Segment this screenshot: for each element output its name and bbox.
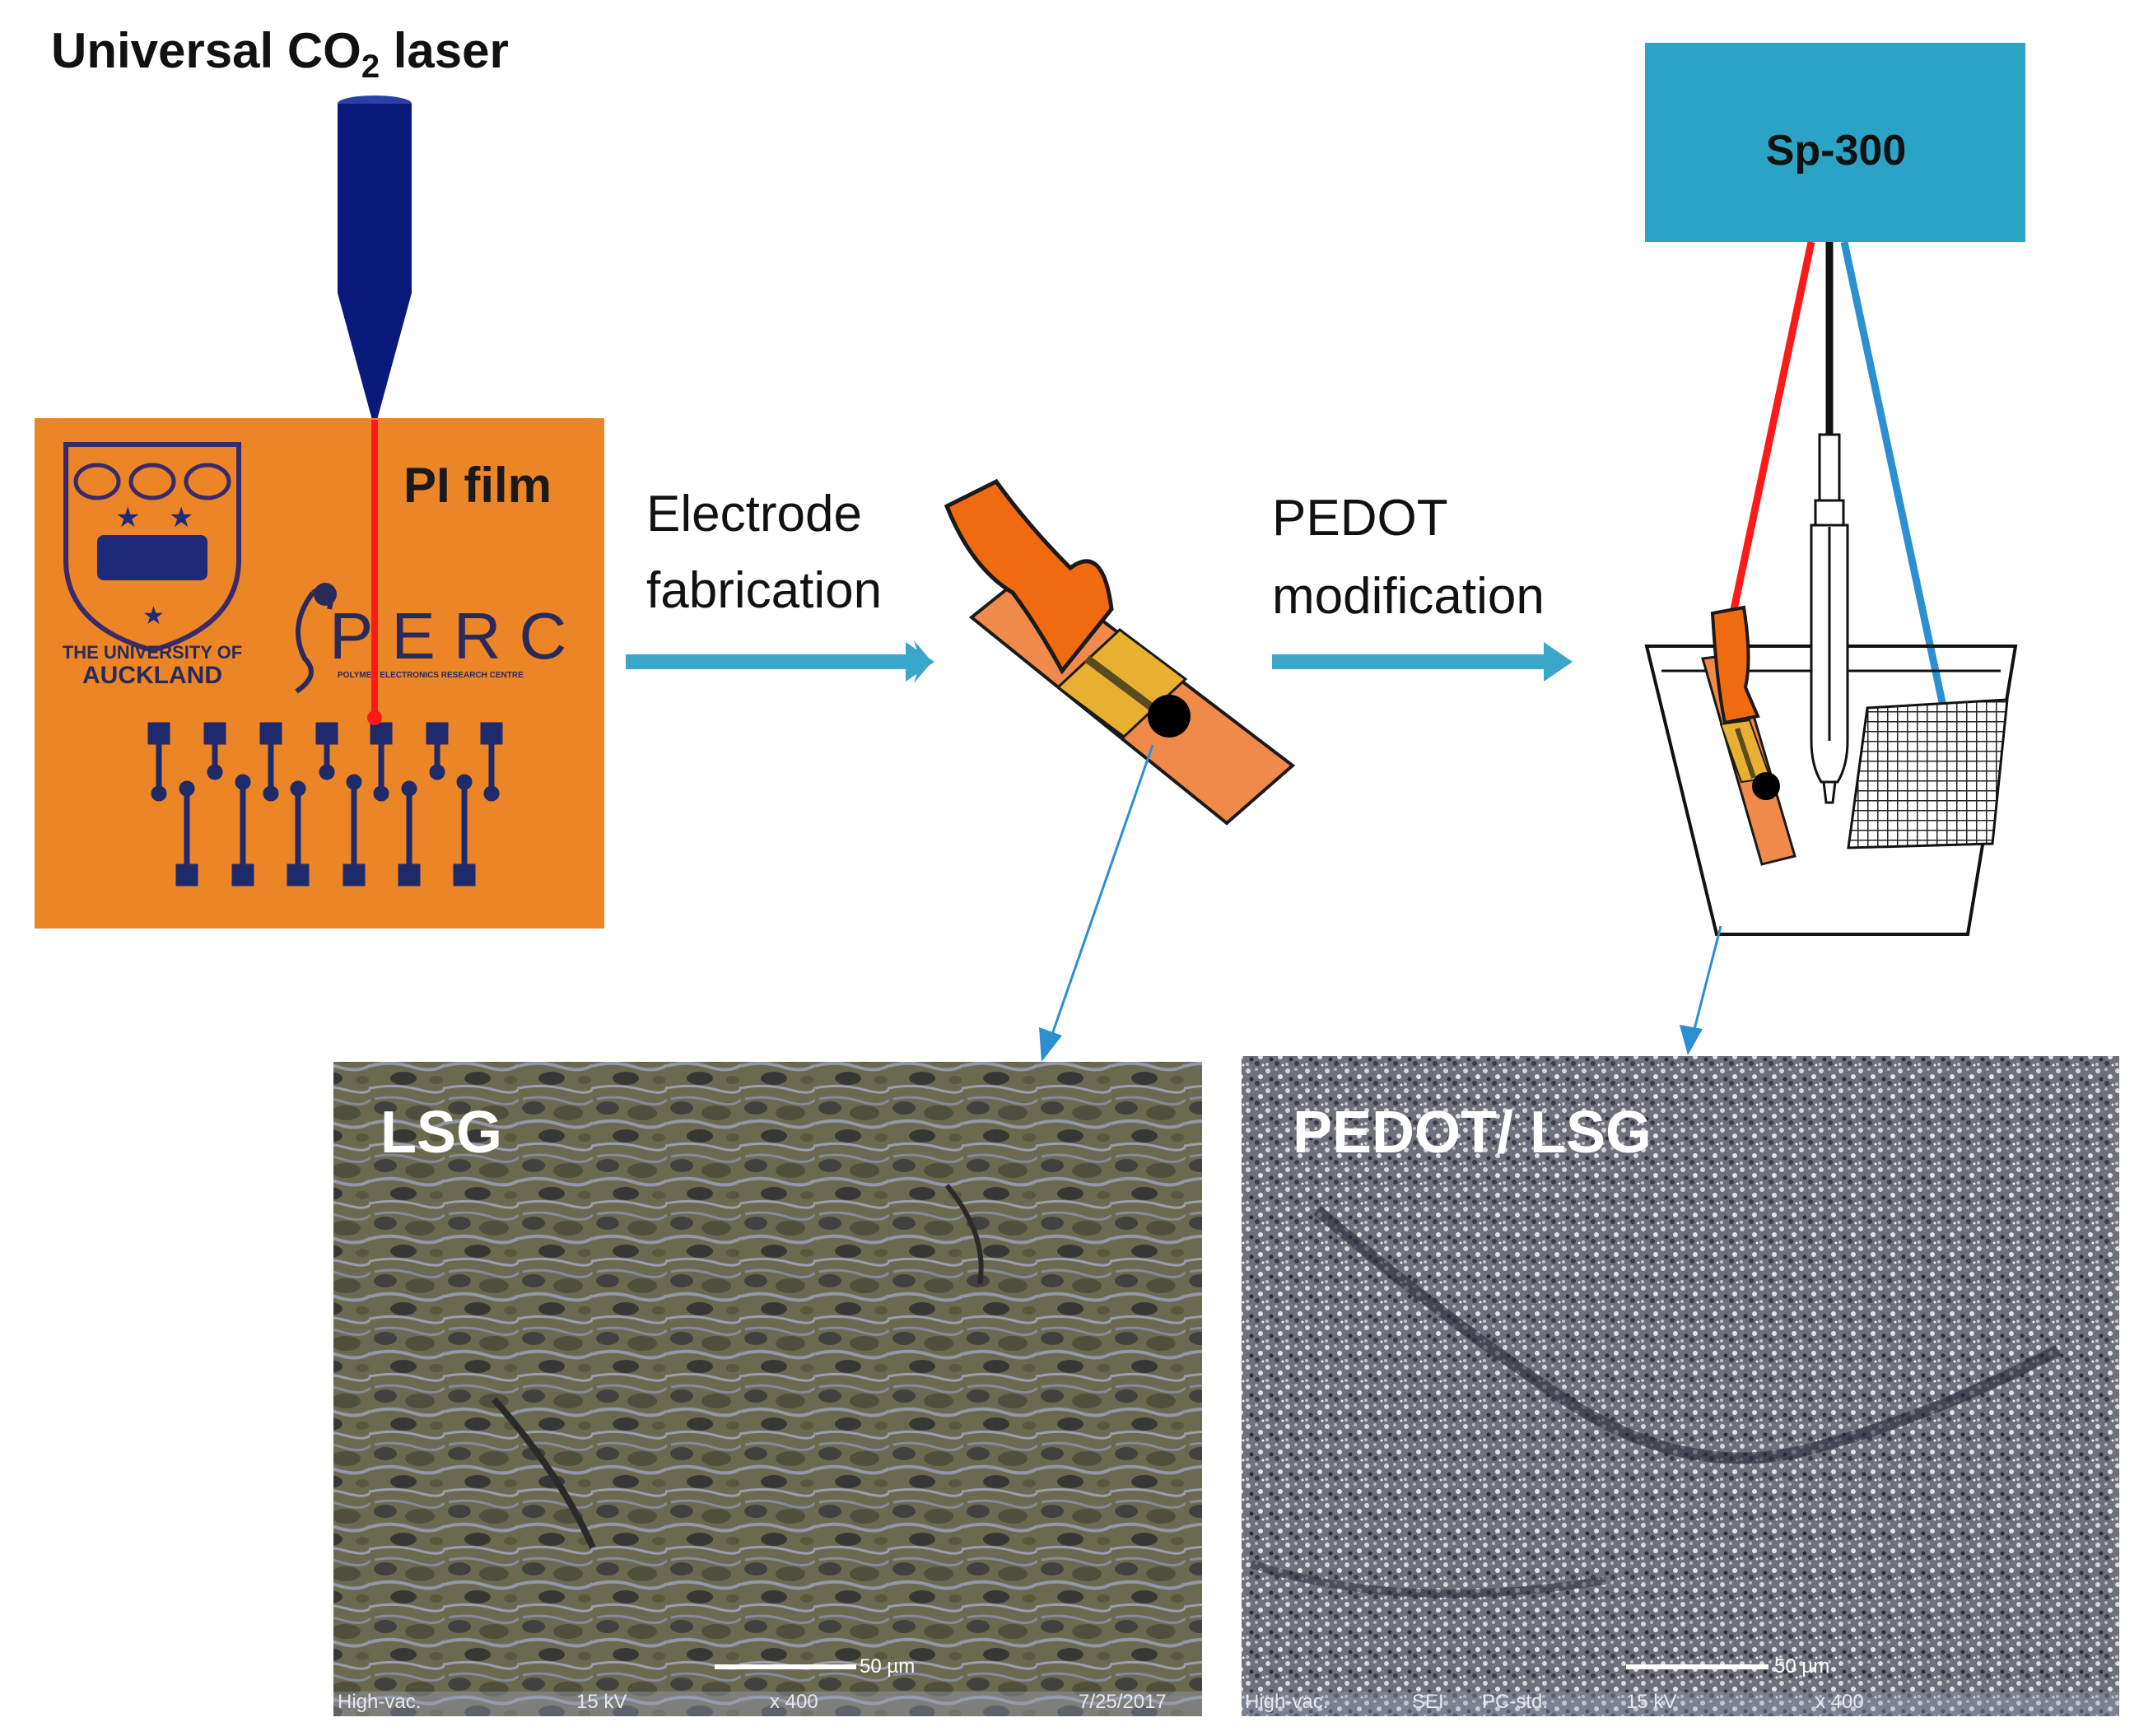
sem-pedot-footer-kv: 15 kV: [1626, 1691, 1676, 1713]
svg-text:★: ★: [142, 603, 165, 630]
laser-head: [338, 95, 412, 420]
sp300-label: Sp-300: [1766, 127, 1907, 175]
counter-electrode-mesh: [1847, 698, 2009, 849]
step2-line2: modification: [1272, 568, 1545, 625]
leader-line-lsg: [1048, 744, 1154, 1042]
pi-film-label: PI film: [403, 458, 552, 513]
fabricated-electrode: [944, 478, 1296, 826]
sem-pedot-scale-label: 50 µm: [1774, 1655, 1829, 1678]
sem-pedot-footer-pc: PC-std.: [1482, 1691, 1548, 1713]
leader-arrowhead-lsg: [1039, 1027, 1062, 1062]
perc-logo: [295, 583, 337, 694]
laser-label: Universal CO2 laser: [51, 23, 509, 85]
sem-lsg-label: LSG: [380, 1100, 502, 1166]
step1-line1: Electrode: [646, 486, 862, 542]
sem-pedot-footer-vac: High-vac.: [1245, 1691, 1328, 1713]
leader-arrowhead-pedot: [1680, 1025, 1703, 1055]
perc-text: PERC: [329, 599, 585, 673]
svg-text:★: ★: [169, 502, 193, 533]
working-electrode: [1701, 605, 1796, 866]
sem-pedot-footer-sei: SEI: [1412, 1691, 1444, 1713]
step1-line2: fabrication: [646, 562, 882, 619]
sem-lsg-footer-mag: x 400: [770, 1691, 818, 1713]
sem-image-pedot-lsg: [1242, 1056, 2119, 1716]
sem-image-lsg: [333, 1062, 1202, 1716]
reference-electrode: [1810, 433, 1849, 804]
sem-lsg-footer-vac: High-vac.: [338, 1691, 421, 1713]
wire-blue: [1840, 241, 1947, 707]
sp300-instrument: [1645, 43, 2025, 242]
sem-pedot-label: PEDOT/ LSG: [1293, 1100, 1652, 1166]
perc-subtitle: POLYMER ELECTRONICS RESEARCH CENTRE: [338, 671, 524, 680]
sem-lsg-footer-date: 7/25/2017: [1079, 1691, 1167, 1713]
sem-lsg-scale-label: 50 µm: [860, 1655, 915, 1678]
pi-film: ★ ★ ★ THE UNIVERSITY OF AUCKLAND PERC PO…: [35, 418, 604, 929]
sem-lsg-footer-kv: 15 kV: [576, 1691, 627, 1713]
leader-line-pedot: [1690, 925, 1722, 1040]
sem-pedot-footer-mag: x 400: [1815, 1691, 1864, 1713]
university-name-line2: AUCKLAND: [82, 662, 222, 689]
electrode-array: [147, 722, 503, 887]
step1-arrow: [626, 640, 934, 683]
laser-spot: [367, 710, 382, 725]
university-logo: ★ ★ ★: [63, 442, 241, 654]
step2-arrow: [1272, 642, 1573, 682]
svg-text:★: ★: [115, 502, 140, 533]
wire-red: [1729, 241, 1815, 614]
step2-line1: PEDOT: [1272, 490, 1448, 547]
university-name-line1: THE UNIVERSITY OF: [63, 642, 242, 663]
